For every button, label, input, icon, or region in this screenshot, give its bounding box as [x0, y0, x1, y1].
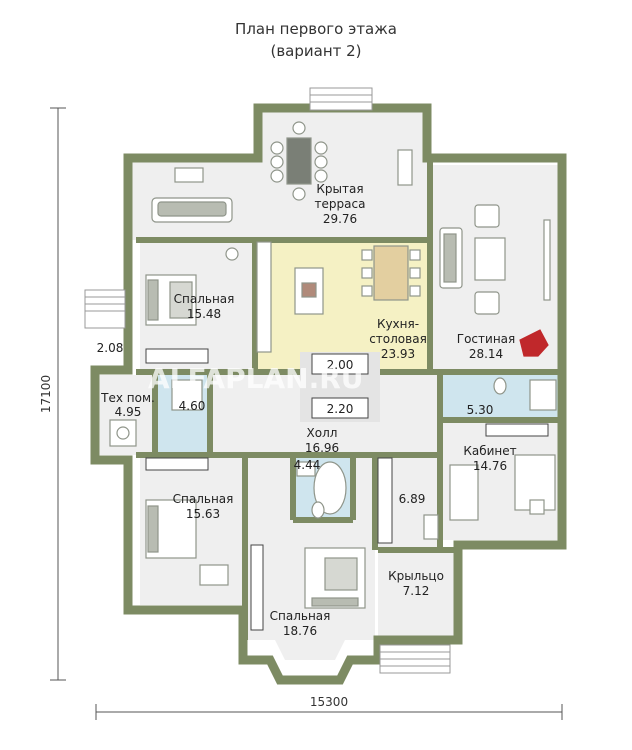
- terrace-table-icon: [174, 167, 204, 183]
- shower-left-icon: [171, 379, 203, 411]
- lamp-icon: [225, 247, 239, 261]
- living-label: Гостиная: [457, 332, 515, 346]
- tv-unit-icon: [543, 219, 551, 301]
- grill-icon: [397, 149, 413, 186]
- hall-label: Холл: [307, 426, 338, 440]
- bath-center-area: 4.44: [294, 458, 321, 472]
- bathtub-icon: [313, 461, 347, 515]
- office-chair-icon: [529, 499, 545, 515]
- terrace-dining-table-icon: [286, 137, 312, 185]
- terrace-label-l2: терраса: [315, 197, 366, 211]
- width-dimension: 15300: [310, 695, 348, 709]
- office-sofa-icon: [449, 464, 479, 521]
- kitchen-counter-icon: [256, 241, 272, 353]
- living-armchair-top-icon: [474, 204, 500, 228]
- tech-area: 4.95: [115, 405, 142, 419]
- watermark: ALFAPLAN.RU: [148, 362, 364, 395]
- terrace-steps: [309, 87, 373, 111]
- tech-label: Тех пом.: [100, 391, 155, 405]
- wardrobe-icons: [145, 348, 549, 631]
- toilet-right-icon: [493, 377, 507, 395]
- furniture: [109, 121, 557, 631]
- living-area: 28.14: [469, 347, 503, 361]
- bedroom3-label: Спальная: [270, 609, 331, 623]
- steps: [84, 87, 451, 674]
- stair-boxes: [311, 353, 369, 419]
- bath-left-area: 4.60: [179, 399, 206, 413]
- plan-subtitle: (вариант 2): [270, 42, 362, 60]
- sink-center-icon: [296, 461, 316, 477]
- kitchen-area: 23.93: [381, 347, 415, 361]
- bedroom1-area: 15.48: [187, 307, 221, 321]
- labels: Крытая терраса 29.76 Кухня- столовая 23.…: [39, 182, 517, 709]
- bedroom1-label: Спальная: [174, 292, 235, 306]
- kitchen-label-l1: Кухня-: [377, 317, 419, 331]
- office-label: Кабинет: [463, 444, 516, 458]
- height-dimension: 17100: [39, 375, 53, 413]
- bedroom2-desk-icon: [199, 564, 229, 586]
- office-area: 14.76: [473, 459, 507, 473]
- interior-walls: [136, 162, 562, 640]
- entry-steps-area: 2.08: [97, 341, 124, 355]
- coffee-table-icon: [474, 237, 506, 281]
- outer-wall: [90, 103, 567, 685]
- terrace-area: 29.76: [323, 212, 357, 226]
- vestibule-area: 6.89: [399, 492, 426, 506]
- kitchen-dining-table-icon: [373, 245, 409, 301]
- hall-area: 16.96: [305, 441, 339, 455]
- fireplace-icon: [519, 329, 549, 357]
- shoe-cabinet-icon: [423, 514, 439, 540]
- porch-area: 7.12: [403, 584, 430, 598]
- kitchen-label-l2: столовая: [369, 332, 427, 346]
- bedroom2-label: Спальная: [173, 492, 234, 506]
- stair-top-box: [311, 353, 369, 375]
- side-steps: [84, 289, 126, 329]
- porch-floor: [378, 550, 455, 642]
- living-armchair-bottom-icon: [474, 291, 500, 315]
- toilet-center-icon: [311, 501, 325, 519]
- dimension-lines: [50, 107, 563, 720]
- bath-right-area: 5.30: [467, 403, 494, 417]
- terrace-label-l1: Крытая: [316, 182, 363, 196]
- bedroom2-area: 15.63: [186, 507, 220, 521]
- stair-bottom-area: 2.20: [327, 402, 354, 416]
- stair-bottom-box: [311, 397, 369, 419]
- walls: [90, 103, 567, 685]
- shower-right-icon: [529, 379, 557, 411]
- plan-title: План первого этажа: [235, 20, 397, 38]
- stair-top-area: 2.00: [327, 358, 354, 372]
- bedroom3-area: 18.76: [283, 624, 317, 638]
- porch-label: Крыльцо: [388, 569, 444, 583]
